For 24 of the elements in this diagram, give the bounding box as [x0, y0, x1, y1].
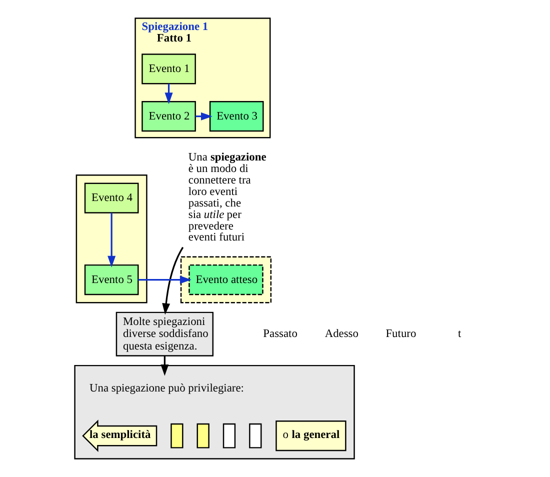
node-bar: [196, 423, 210, 448]
node-box: o la general: [276, 420, 346, 452]
label: Futuro: [386, 328, 416, 340]
arrow: [160, 356, 169, 376]
arrow: [164, 84, 173, 104]
node-box: Evento 5: [84, 264, 139, 296]
cluster: [76, 174, 148, 304]
arrow: [162, 246, 184, 315]
arrow: [138, 276, 192, 284]
node-bar: [222, 423, 236, 448]
node-box: Evento 2: [142, 101, 196, 132]
node-bar: [249, 423, 262, 448]
node-text: Una spiegazione può privilegiare:: [90, 382, 244, 394]
node-box: Molte spiegazioni diverse soddisfano questa esigenza.: [116, 312, 214, 356]
node-box: Evento 4: [84, 182, 139, 214]
label: Passato: [263, 328, 298, 340]
node-bar: [170, 423, 184, 448]
arrow: [108, 212, 116, 268]
node-text: Una spiegazione è un modo di connettere tra loro eventi passati, che sia utile per prevedere eventi futuri: [188, 152, 266, 244]
label: t: [458, 328, 462, 340]
node-box: Evento 3: [209, 101, 264, 132]
node-box: Evento atteso: [188, 264, 264, 296]
node-box: Evento 1: [142, 54, 196, 84]
label: Adesso: [324, 328, 358, 340]
